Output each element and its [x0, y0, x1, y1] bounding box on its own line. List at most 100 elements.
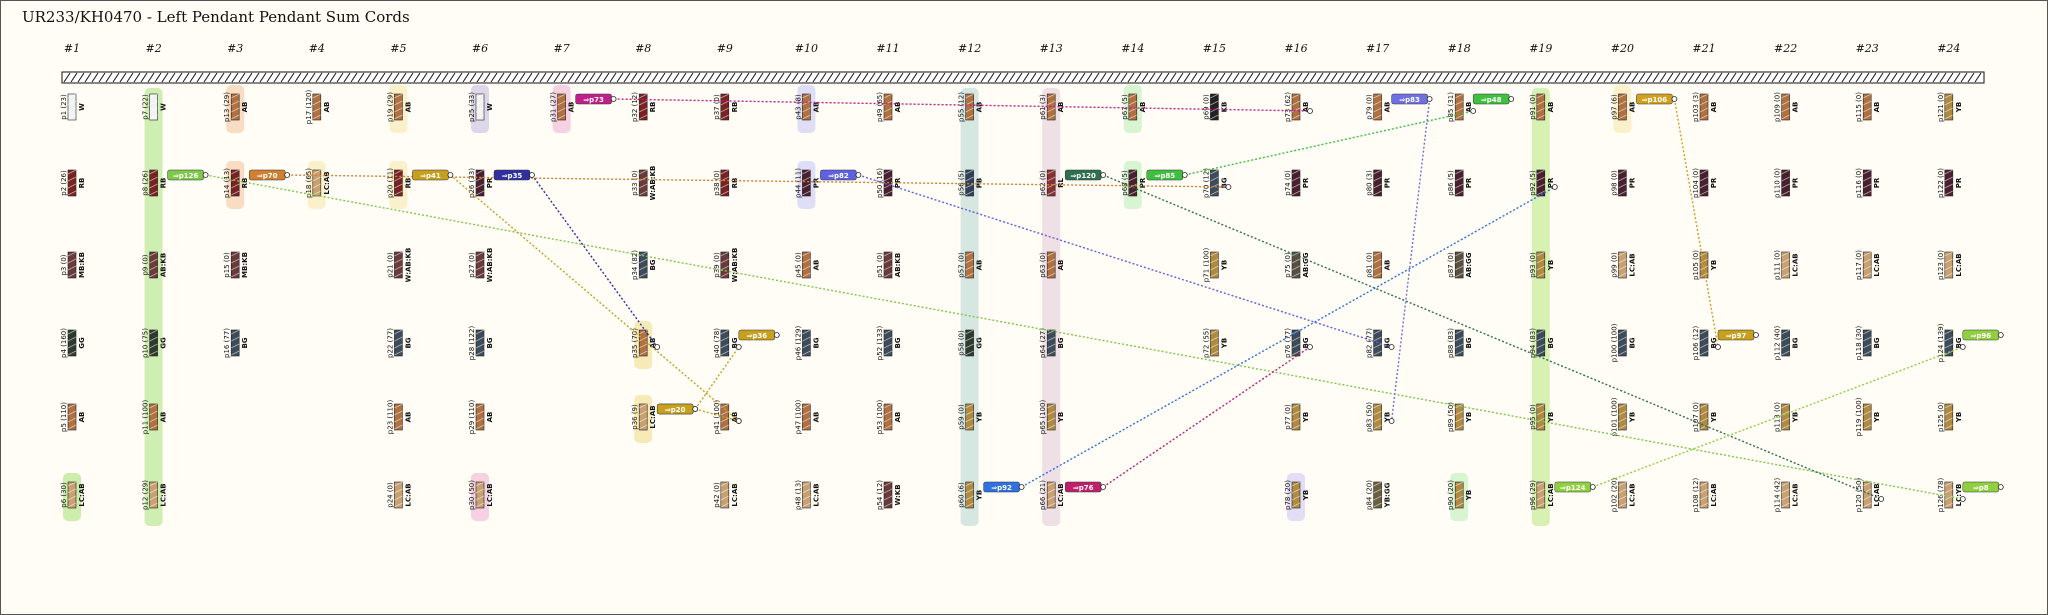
cord-hatch — [720, 107, 729, 113]
cord-color: RB — [649, 102, 657, 113]
primary-cord-hatch — [1869, 72, 1877, 83]
primary-cord-hatch — [1288, 72, 1296, 83]
primary-cord-hatch — [350, 72, 358, 83]
cord-hatch — [394, 488, 403, 494]
primary-cord-hatch — [1540, 72, 1548, 83]
cord-hatch — [1944, 169, 1953, 175]
cord-hatch — [802, 410, 811, 416]
cord-label: p62 (0) — [1039, 170, 1047, 196]
primary-cord-hatch — [896, 72, 904, 83]
cord-hatch — [883, 343, 893, 349]
cord-swatch — [149, 403, 158, 431]
cord-hatch — [1047, 329, 1056, 335]
cord-color: BG — [1873, 337, 1881, 348]
primary-cord-hatch — [1743, 72, 1751, 83]
cord-hatch — [1210, 258, 1219, 264]
cord-hatch — [720, 417, 729, 423]
cord-hatch — [231, 183, 240, 189]
cord-label: p123 (0) — [1937, 250, 1945, 280]
cord-hatch — [639, 93, 648, 99]
cord-hatch — [802, 107, 811, 113]
primary-cord-hatch — [287, 72, 295, 83]
primary-cord-hatch — [1533, 72, 1541, 83]
primary-cord-hatch — [189, 72, 197, 83]
cord-hatch — [475, 265, 485, 271]
cord-hatch — [1944, 495, 1953, 501]
cord-hatch — [639, 114, 648, 120]
primary-cord-hatch — [630, 72, 638, 83]
cord-hatch — [1536, 350, 1545, 356]
cord-hatch — [1781, 272, 1790, 278]
cord-hatch — [1944, 403, 1953, 409]
cord-hatch — [67, 251, 77, 257]
cord-hatch — [1863, 343, 1872, 349]
primary-cord-hatch — [1120, 72, 1128, 83]
cord-label: p48 (13) — [794, 480, 802, 510]
link-end — [735, 344, 742, 350]
cord-label: p15 (0) — [223, 252, 231, 278]
cord-color: LC:AB — [486, 483, 494, 506]
cord-label: p70 (12) — [1202, 168, 1210, 198]
primary-cord-hatch — [700, 72, 708, 83]
cord-swatch — [1862, 403, 1872, 431]
cord-swatch — [475, 329, 485, 357]
cord-hatch — [965, 183, 974, 189]
column-header: #5 — [390, 42, 406, 55]
cord-color: RB — [731, 178, 739, 189]
cord-hatch — [1373, 350, 1382, 356]
cord-color: W:KB — [894, 484, 902, 505]
cord-hatch — [965, 417, 974, 423]
cord-color: PR — [1955, 177, 1963, 188]
cord-color: RB — [404, 178, 412, 189]
cord-hatch — [149, 183, 158, 189]
cord-color: LC:AB — [1547, 483, 1555, 506]
cord-label: p69 (0) — [1202, 94, 1210, 120]
cord-swatch — [1699, 93, 1709, 121]
cord-swatch — [1291, 251, 1301, 279]
link-start — [1997, 484, 2004, 490]
cord-label: p44 (11) — [794, 168, 802, 198]
link-end — [654, 344, 661, 350]
cord-label: p109 (0) — [1774, 92, 1782, 122]
cord-swatch — [1618, 481, 1627, 509]
cord-hatch — [883, 417, 893, 423]
cord-hatch — [1536, 114, 1545, 120]
cord-hatch — [1455, 424, 1464, 430]
cord-hatch — [1210, 350, 1219, 356]
cord-label: p24 (0) — [386, 482, 394, 508]
diagram-title: UR233/KH0470 - Left Pendant Pendant Sum … — [22, 8, 410, 26]
primary-cord-hatch — [609, 72, 617, 83]
cord-hatch — [1944, 417, 1953, 423]
cord-label: p12 (29) — [142, 480, 150, 510]
cord-hatch — [231, 343, 240, 349]
cord-label: p39 (0) — [713, 252, 721, 278]
cord-label: p104 (0) — [1692, 168, 1700, 198]
cord-hatch — [1455, 265, 1464, 271]
cord-color: YB — [1057, 412, 1065, 423]
cord-swatch — [1944, 329, 1954, 357]
cord-swatch — [1536, 329, 1546, 357]
cord-swatch — [802, 93, 811, 121]
cord-hatch — [883, 495, 893, 501]
cord-color: YB — [1792, 412, 1800, 423]
cord-hatch — [1618, 502, 1627, 508]
primary-cord-hatch — [371, 72, 379, 83]
cord-color: PR — [1384, 177, 1392, 188]
primary-cord-hatch — [504, 72, 512, 83]
cord-hatch — [1047, 336, 1056, 342]
cord-color: AB — [486, 412, 494, 423]
cord-hatch — [1291, 336, 1301, 342]
cord-hatch — [475, 410, 485, 416]
primary-cord-hatch — [1925, 72, 1933, 83]
primary-cord-hatch — [1792, 72, 1800, 83]
primary-cord-hatch — [1477, 72, 1485, 83]
cord-hatch — [1373, 329, 1382, 335]
primary-cord-hatch — [105, 72, 113, 83]
cord-label: p67 (5) — [1121, 94, 1129, 120]
cord-swatch — [394, 329, 403, 357]
cord-color: PR — [1710, 177, 1718, 188]
cord-color: AB:GG — [1302, 252, 1310, 277]
primary-cord-hatch — [1267, 72, 1275, 83]
cord-color: MB:KB — [78, 252, 86, 278]
cord-label: p46 (129) — [794, 326, 802, 361]
